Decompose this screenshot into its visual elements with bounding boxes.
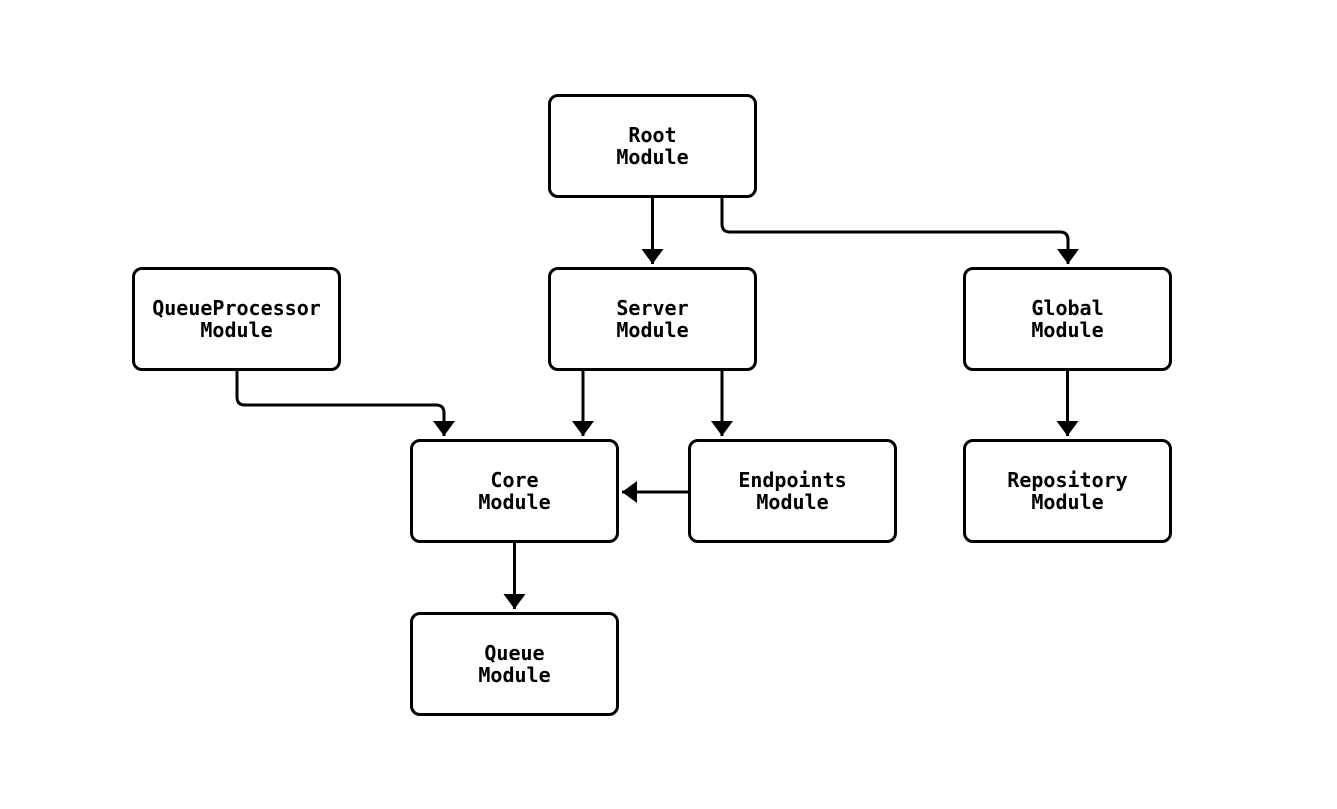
- node-server-module: Server Module: [548, 267, 757, 371]
- edge-queueprocessor-to-core: [235, 371, 455, 436]
- node-root-module-label: Root Module: [616, 123, 689, 169]
- node-queue-module-label: Queue Module: [478, 641, 551, 687]
- node-repository-module: Repository Module: [963, 439, 1172, 543]
- node-queueprocessor-module-label: QueueProcessor Module: [152, 296, 321, 342]
- node-queue-module: Queue Module: [410, 612, 619, 716]
- node-root-module: Root Module: [548, 94, 757, 198]
- node-queueprocessor-module: QueueProcessor Module: [132, 267, 341, 371]
- node-core-module-label: Core Module: [478, 468, 551, 514]
- edge-root-to-global: [720, 198, 1079, 264]
- node-endpoints-module-label: Endpoints Module: [738, 468, 847, 514]
- node-repository-module-label: Repository Module: [1007, 468, 1128, 514]
- node-server-module-label: Server Module: [616, 296, 689, 342]
- node-core-module: Core Module: [410, 439, 619, 543]
- node-endpoints-module: Endpoints Module: [688, 439, 897, 543]
- node-global-module-label: Global Module: [1031, 296, 1104, 342]
- node-global-module: Global Module: [963, 267, 1172, 371]
